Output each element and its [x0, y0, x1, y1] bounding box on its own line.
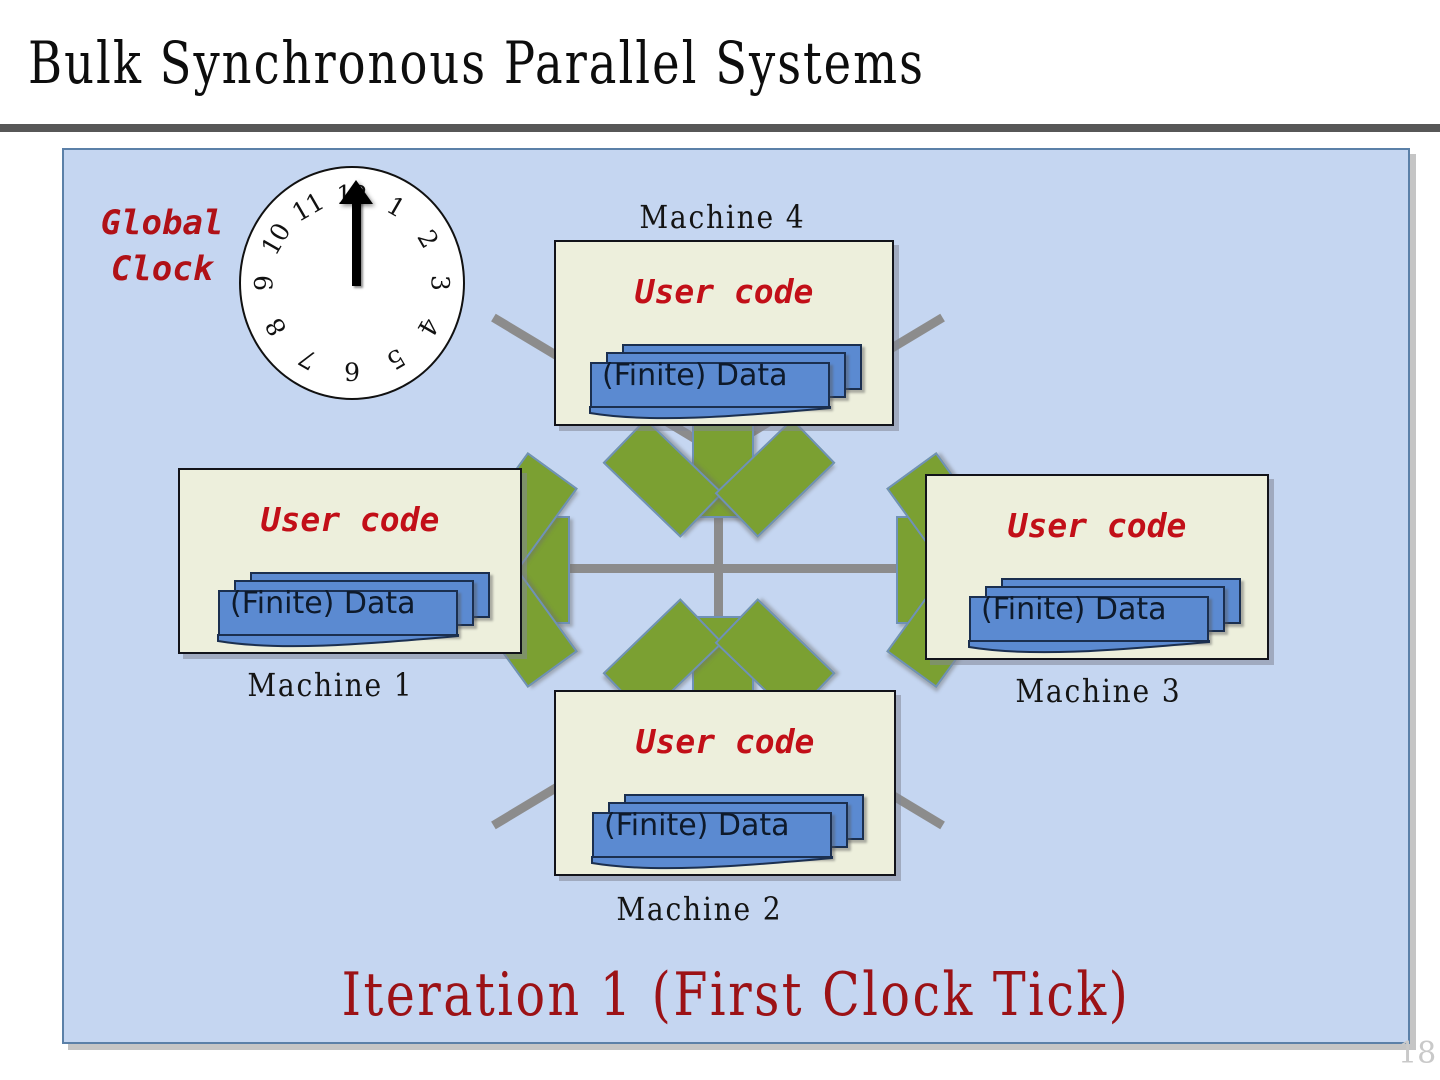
machine-label-1: Machine 1	[247, 666, 414, 704]
clock-face-icon: 121234567891011	[239, 166, 465, 400]
clock-numeral-7: 7	[293, 342, 323, 376]
data-card-stack-4: (Finite) Data	[589, 344, 866, 420]
page-number: 18	[1398, 1036, 1437, 1071]
title-divider	[0, 124, 1440, 132]
data-card-front	[968, 596, 1210, 654]
machine-label-3: Machine 3	[1015, 672, 1182, 710]
machine-box-3: User code (Finite) Data	[925, 474, 1269, 660]
machine-label-2: Machine 2	[616, 890, 783, 928]
global-clock-label: Global Clock	[72, 200, 252, 292]
data-card-label-2: (Finite) Data	[604, 807, 790, 843]
data-card-label-4: (Finite) Data	[602, 357, 788, 393]
clock-numeral-11: 11	[286, 186, 330, 228]
global-clock-label-line2: Clock	[110, 249, 214, 289]
clock-numeral-3: 3	[425, 275, 455, 291]
user-code-label-2: User code	[635, 722, 815, 761]
data-card-stack-3: (Finite) Data	[968, 578, 1245, 654]
clock-numeral-8: 8	[259, 312, 293, 342]
clock-numeral-2: 2	[411, 224, 445, 254]
machine-box-2: User code (Finite) Data	[554, 690, 896, 876]
clock-numeral-1: 1	[381, 190, 411, 224]
data-card-wave-edge	[589, 406, 831, 420]
clock-numeral-10: 10	[255, 217, 297, 261]
clock-numeral-4: 4	[411, 312, 445, 342]
user-code-label-3: User code	[1007, 506, 1187, 545]
clock-hand-arrow-icon	[339, 180, 373, 204]
iteration-caption: Iteration 1 (First Clock Tick)	[62, 960, 1410, 1030]
clock-numeral-5: 5	[381, 342, 411, 376]
iteration-caption-text: Iteration 1 (First Clock Tick)	[341, 960, 1131, 1030]
data-card-stack-1: (Finite) Data	[217, 572, 494, 648]
global-clock-label-line1: Global	[100, 203, 224, 243]
machine-box-4: User code (Finite) Data	[554, 240, 894, 426]
user-code-label-4: User code	[634, 272, 814, 311]
data-card-stack-2: (Finite) Data	[591, 794, 868, 870]
data-card-front	[217, 590, 459, 648]
clock-numeral-9: 9	[249, 275, 279, 291]
machine-label-4: Machine 4	[639, 198, 806, 236]
page-title: Bulk Synchronous Parallel Systems	[28, 29, 925, 97]
clock-numeral-6: 6	[344, 356, 360, 386]
data-card-label-1: (Finite) Data	[230, 585, 416, 621]
machine-box-1: User code (Finite) Data	[178, 468, 522, 654]
data-card-label-3: (Finite) Data	[981, 591, 1167, 627]
clock-hand	[352, 194, 361, 286]
data-card-wave-edge	[968, 640, 1210, 654]
user-code-label-1: User code	[260, 500, 440, 539]
data-card-wave-edge	[591, 856, 833, 870]
data-card-wave-edge	[217, 634, 459, 648]
